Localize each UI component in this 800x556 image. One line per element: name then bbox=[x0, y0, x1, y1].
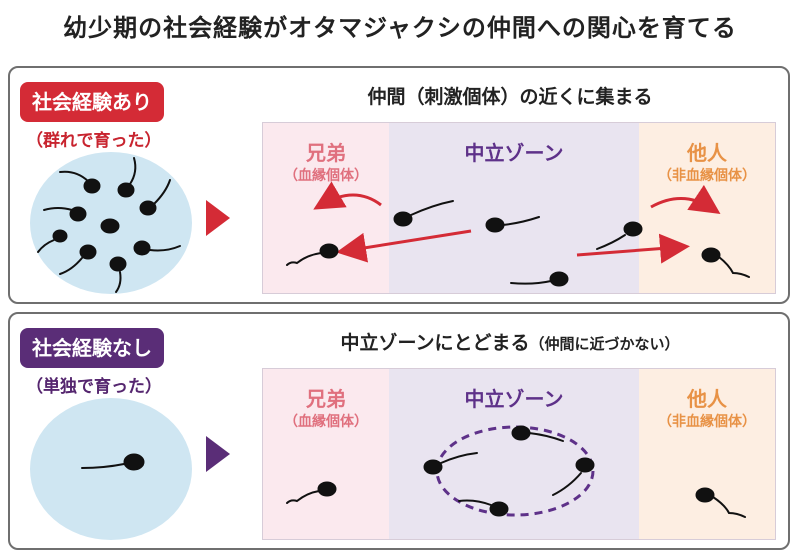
tadpole-icon bbox=[485, 216, 540, 233]
single-tadpole-illustration bbox=[81, 453, 145, 471]
tadpole-icon bbox=[286, 243, 339, 266]
zone-kin: 兄弟 （血縁個体） bbox=[263, 123, 389, 293]
tadpole-icon bbox=[510, 271, 569, 287]
tadpole-icon bbox=[423, 452, 478, 475]
zone-kin-label: 兄弟 bbox=[306, 141, 346, 165]
tadpole-icon bbox=[43, 206, 87, 222]
figure-title: 幼少期の社会経験がオタマジャクシの仲間への関心を育てる bbox=[63, 14, 737, 42]
tadpole-icon bbox=[458, 499, 509, 517]
move-arrow-icon bbox=[336, 229, 472, 263]
tadpole-icon bbox=[552, 457, 595, 496]
zone-neutral: 中立ゾーン bbox=[389, 369, 639, 539]
panel-with-social-experience: 社会経験あり （群れで育った） 仲間（刺激個体）の近くに集まる 兄弟 （血縁個体 bbox=[8, 66, 790, 304]
choice-arena-bottom: 兄弟 （血縁個体） 中立ゾーン 他人 （非血縁個体） bbox=[262, 368, 776, 540]
heading-main: 中立ゾーンにとどまる bbox=[340, 332, 530, 354]
movement-illustration-bottom bbox=[286, 425, 746, 518]
heading-gathers-near-peers: 仲間（刺激個体）の近くに集まる bbox=[367, 86, 653, 108]
zone-nonkin: 他人 （非血縁個体） bbox=[639, 369, 775, 539]
heading-note: （仲間に近づかない） bbox=[529, 335, 680, 353]
zone-nonkin-label: 他人 bbox=[687, 387, 727, 411]
arrow-right-icon bbox=[206, 200, 230, 236]
tadpole-icon bbox=[37, 229, 68, 253]
tadpole-icon bbox=[511, 425, 564, 442]
panel-without-social-experience: 社会経験なし （単独で育った） 中立ゾーンにとどまる（仲間に近づかない） 兄弟 … bbox=[8, 312, 790, 550]
tadpole-icon bbox=[133, 240, 181, 256]
move-arrow-icon bbox=[650, 184, 721, 214]
zone-kin-sublabel: （血縁個体） bbox=[284, 414, 368, 430]
tadpole-icon bbox=[139, 179, 171, 216]
tadpole-icon bbox=[81, 453, 145, 471]
subtitle-raised-alone: （単独で育った） bbox=[26, 377, 162, 397]
choice-arena-top: 兄弟 （血縁個体） 中立ゾーン 他人 （非血縁個体） bbox=[262, 122, 776, 294]
zone-kin-sublabel: （血縁個体） bbox=[284, 168, 368, 184]
tadpole-icon bbox=[393, 200, 454, 227]
tadpole-icon bbox=[109, 256, 127, 293]
circling-path bbox=[435, 425, 595, 517]
arrow-right-icon bbox=[206, 436, 230, 472]
zone-kin-label: 兄弟 bbox=[306, 387, 346, 411]
zone-neutral-label: 中立ゾーン bbox=[464, 387, 564, 411]
tadpole-icon bbox=[701, 247, 750, 278]
zone-nonkin-label: 他人 bbox=[687, 141, 727, 165]
badge-with-experience: 社会経験あり bbox=[20, 82, 164, 122]
zone-nonkin-sublabel: （非血縁個体） bbox=[658, 168, 756, 184]
tadpole-icon bbox=[59, 170, 101, 194]
tadpole-icon bbox=[286, 481, 337, 504]
tadpole-group-illustration bbox=[37, 157, 181, 293]
zone-nonkin-sublabel: （非血縁個体） bbox=[658, 414, 756, 430]
subtitle-group-raised: （群れで育った） bbox=[26, 131, 162, 151]
move-arrow-icon bbox=[313, 181, 382, 210]
badge-without-experience: 社会経験なし bbox=[20, 328, 164, 368]
zone-neutral: 中立ゾーン bbox=[389, 123, 639, 293]
tadpole-icon bbox=[117, 157, 137, 198]
tadpole-icon bbox=[596, 221, 643, 250]
heading-stays-in-neutral-zone: 中立ゾーンにとどまる（仲間に近づかない） bbox=[250, 328, 770, 355]
tadpole-icon bbox=[695, 487, 746, 518]
isolated-rearing-circle bbox=[30, 398, 192, 540]
zone-neutral-label: 中立ゾーン bbox=[464, 141, 564, 165]
tadpole-icon bbox=[59, 244, 97, 275]
group-rearing-circle bbox=[30, 152, 192, 294]
move-arrow-icon bbox=[576, 233, 690, 264]
zone-kin: 兄弟 （血縁個体） bbox=[263, 369, 389, 539]
movement-illustration-top bbox=[286, 181, 750, 287]
